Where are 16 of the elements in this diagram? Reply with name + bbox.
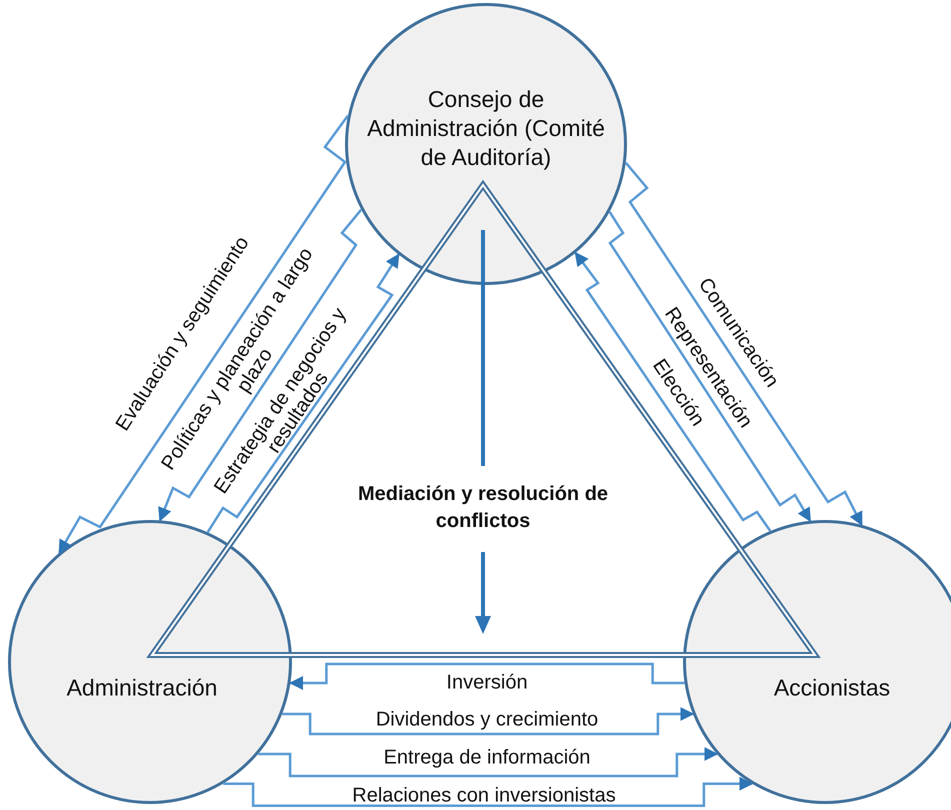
- arrow: [258, 747, 718, 778]
- arrow: [158, 208, 362, 522]
- node-label: Administración: [66, 674, 218, 702]
- arrow: [223, 776, 754, 807]
- arrow: [289, 662, 685, 690]
- edge-label: Dividendos y crecimiento: [374, 710, 600, 730]
- arrow: [574, 252, 772, 532]
- node-label: Accionistas: [772, 674, 892, 702]
- node-label: Consejo de Administración (Comité de Auditoría): [366, 84, 606, 172]
- edge-label: Entrega de información: [382, 748, 592, 768]
- arrow: [624, 162, 863, 526]
- edge-label: Inversión: [445, 672, 529, 694]
- center-label: Mediación y resolución de conflictos: [356, 482, 610, 534]
- arrow: [58, 114, 349, 554]
- edge-label: Relaciones con inversionistas: [351, 786, 617, 806]
- arrow: [608, 211, 812, 522]
